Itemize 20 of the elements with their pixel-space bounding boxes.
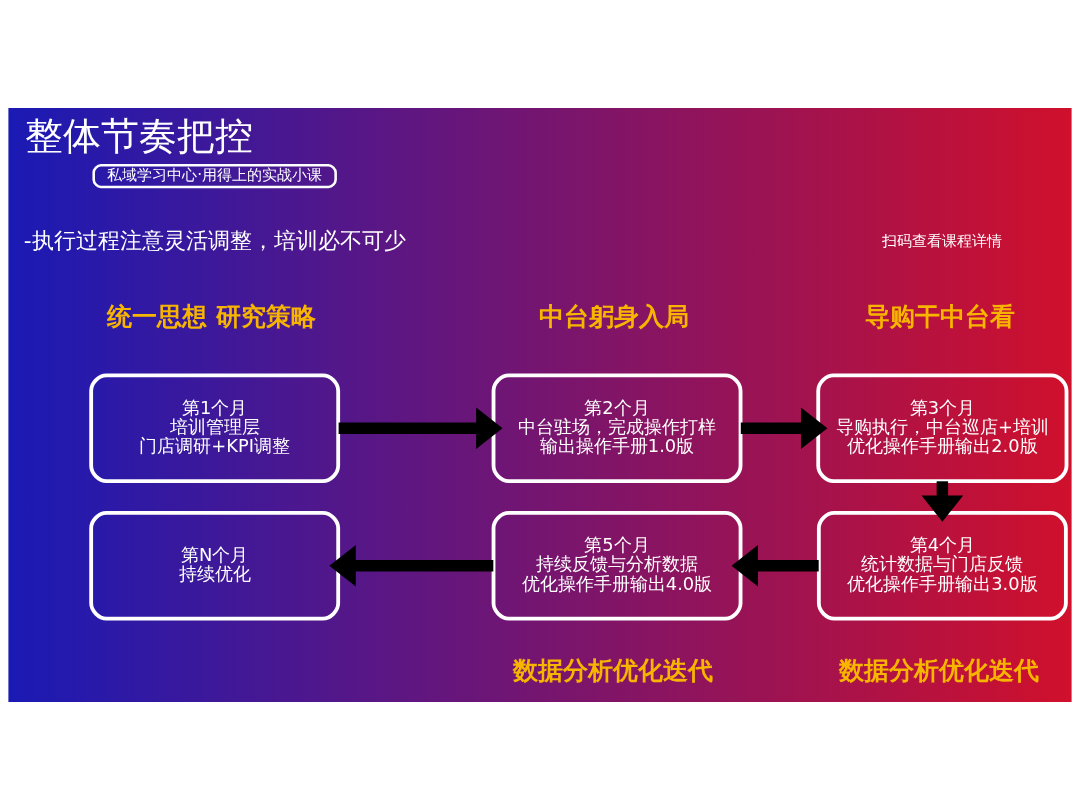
arrow	[338, 406, 503, 449]
node-label: 数据分析优化迭代	[513, 654, 714, 685]
arrow	[731, 544, 819, 587]
node-box: 私域学习中心·用得上的实战小课	[92, 163, 337, 188]
diagram-title: 整体节奏把控	[24, 113, 253, 158]
node-label: 导购干中台看	[864, 300, 1015, 331]
arrow	[740, 406, 828, 449]
node-box: 第2个月 中台驻场，完成操作打样 输出操作手册1.0版	[491, 373, 743, 483]
node-box: 第N个月 持续优化	[89, 510, 341, 620]
label: -执行过程注意灵活调整，培训必不可少	[23, 227, 406, 253]
node-box: 第5个月 持续反馈与分析数据 优化操作手册输出4.0版	[491, 510, 743, 620]
node-box: 第4个月 统计数据与门店反馈 优化操作手册输出3.0版	[816, 510, 1068, 620]
node-label: 统一思想 研究策略	[107, 300, 316, 331]
label: 扫码查看课程详情	[882, 231, 1003, 250]
node-label: 中台躬身入局	[539, 300, 690, 331]
node-label: 数据分析优化迭代	[838, 654, 1039, 685]
node-box: 第3个月 导购执行，中台巡店+培训 优化操作手册输出2.0版	[816, 373, 1069, 483]
arrow	[329, 544, 494, 587]
node-box: 第1个月 培训管理层 门店调研+KPI调整	[89, 373, 341, 483]
arrow	[921, 480, 964, 522]
